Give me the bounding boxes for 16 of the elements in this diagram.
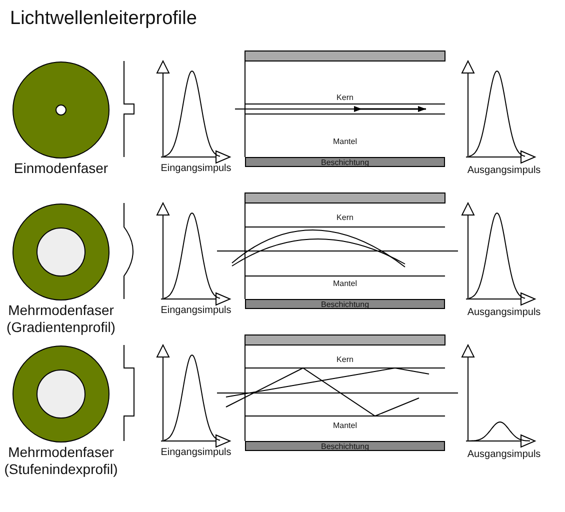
coating-bar: Beschichtung bbox=[245, 299, 445, 309]
axis-label: Ausgangsimpuls bbox=[466, 307, 542, 318]
region-label: Mantel bbox=[332, 421, 358, 430]
region-label: Mantel bbox=[332, 279, 358, 288]
region-label: Kern bbox=[336, 213, 354, 222]
region-label: Kern bbox=[336, 355, 354, 364]
axis-label: Ausgangsimpuls bbox=[466, 449, 542, 460]
fiber-name: Einmodenfaser bbox=[12, 160, 110, 177]
fiber-name: Mehrmodenfaser (Gradientenprofil) bbox=[6, 302, 116, 336]
region-label: Kern bbox=[336, 93, 354, 102]
diagram-title: Lichtwellenleiterprofile bbox=[10, 8, 197, 30]
axis-label: Ausgangsimpuls bbox=[466, 165, 542, 176]
fiber-name: Mehrmodenfaser (Stufenindexprofil) bbox=[3, 444, 119, 478]
coating-bar: Beschichtung bbox=[245, 157, 445, 167]
region-label: Mantel bbox=[332, 137, 358, 146]
coating-bar: Beschichtung bbox=[245, 441, 445, 451]
